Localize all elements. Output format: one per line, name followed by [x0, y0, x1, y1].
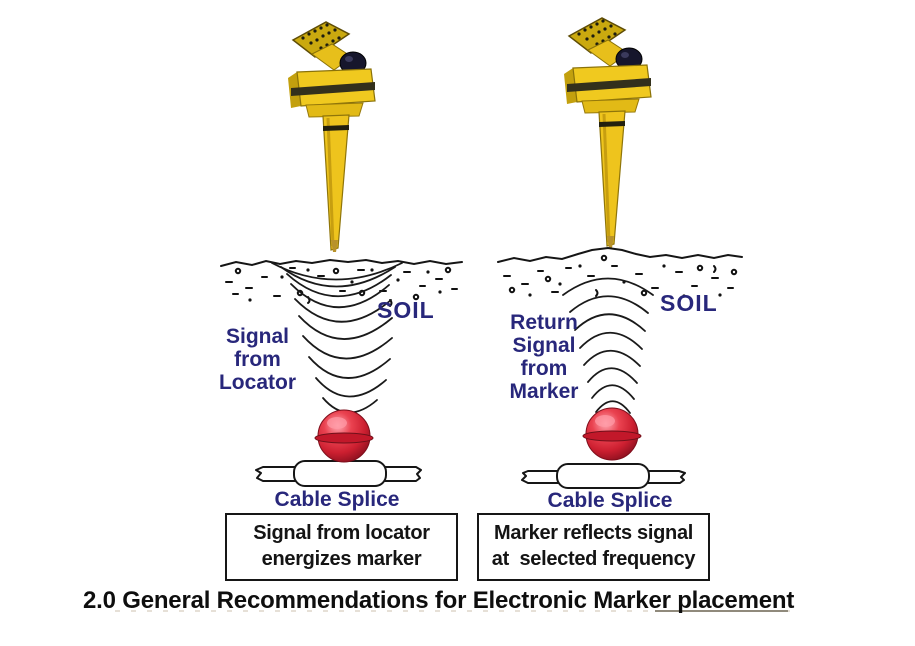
- soil-texture-right: [503, 254, 738, 298]
- return-signal-from-marker-label: Return Signal from Marker: [509, 311, 579, 403]
- marker-ball-right-illustration: [582, 407, 642, 461]
- caption-box-left: Signal from locator energizes marker: [225, 513, 458, 581]
- marker-ball-left-illustration: [314, 409, 374, 463]
- cable-splice-label-right: Cable Splice: [547, 489, 673, 512]
- signal-waves-up-right: [562, 277, 654, 414]
- cable-splice-right-illustration: [521, 463, 686, 489]
- signal-from-locator-label: Signal from Locator: [218, 325, 296, 394]
- soil-label-left: SOIL: [377, 297, 435, 323]
- soil-surface-left: [220, 258, 463, 267]
- caption-box-right: Marker reflects signal at selected frequ…: [477, 513, 710, 581]
- section-heading: 2.0 General Recommendations for Electron…: [83, 587, 795, 614]
- cable-splice-left-illustration: [255, 460, 422, 487]
- signal-waves-down-left: [271, 262, 403, 414]
- locator-device-left-illustration: [286, 20, 377, 254]
- soil-texture-left: [225, 266, 458, 307]
- locator-device-right-illustration: [562, 16, 653, 250]
- cable-splice-label-left: Cable Splice: [274, 488, 400, 511]
- soil-label-right: SOIL: [660, 290, 718, 316]
- soil-surface-right: [497, 246, 743, 263]
